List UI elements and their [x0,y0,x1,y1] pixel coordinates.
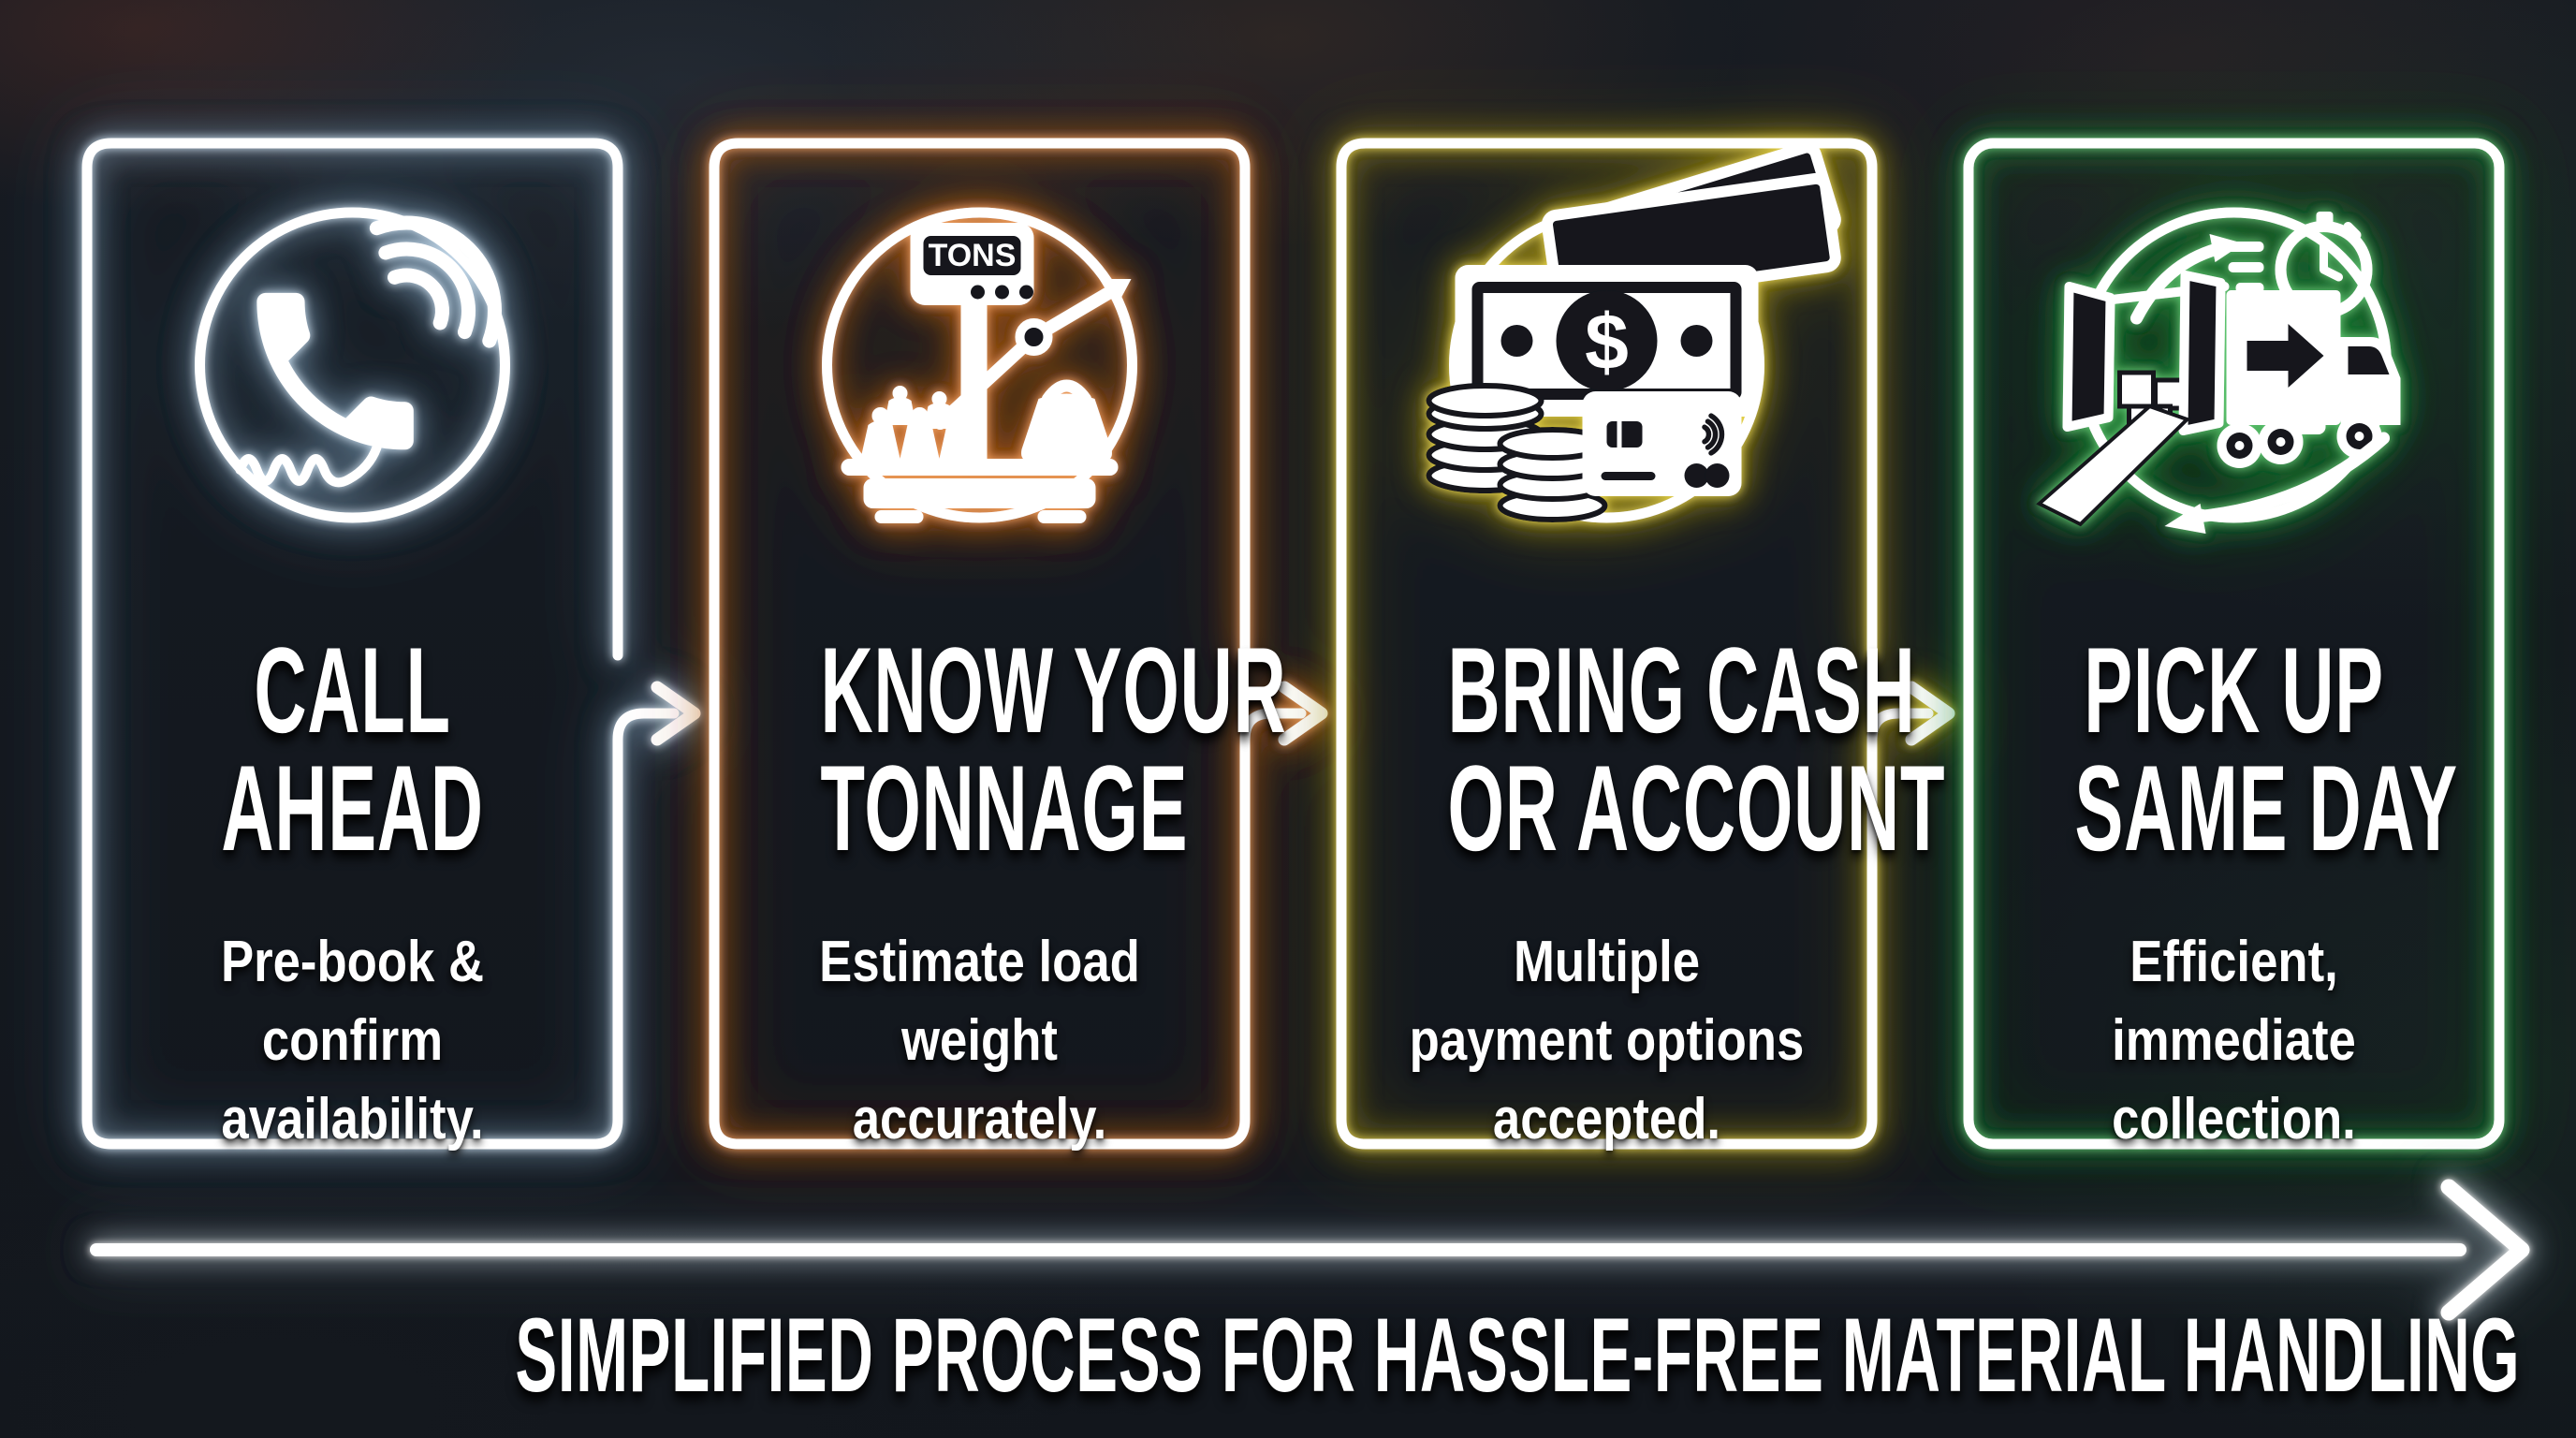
step-2-subtitle-line-3: accurately. [852,1087,1107,1152]
bottom-process-arrow [90,1179,2530,1321]
truck-door-inner [2178,271,2226,435]
step-3-neon-border [1336,138,1934,1150]
step-1-subtitle-line-2: confirm [261,1008,444,1073]
banknote-dot-left [1500,325,1533,357]
phone-handset-shape [256,292,414,450]
step-3-title-line-1: BRING CASH [1447,622,1916,758]
bottom-arrow-head-icon [2440,1179,2530,1321]
step-4-subtitle-line-2: immediate [2112,1008,2356,1073]
step-3-title-line-2: OR ACCOUNT [1447,740,1946,876]
weighing-scale-icon: TONS [841,223,1132,523]
step-2-icon-ring [822,207,1137,523]
step-4-neon-border [1963,138,2505,1150]
truck-cab-window [2348,346,2390,374]
step-1-next-arrow-icon [651,681,701,746]
step-1-graphics [81,138,701,1150]
card-logo-circle-1 [1684,463,1709,488]
scale-base [863,478,1096,508]
card-chip [1606,421,1643,448]
step-2-title: KNOW YOUR TONNAGE [714,622,1287,876]
step-2-next-arrow-icon [1278,681,1328,746]
step-1-text: CALL AHEAD Pre-book & confirm availabili… [87,622,618,1159]
step-4-title: PICK UP SAME DAY [1969,622,2499,876]
banknote-dot-right [1680,325,1713,357]
phone-cord [235,443,382,488]
step-2-title-line-1: KNOW YOUR [820,622,1287,758]
cash-and-card-icon: $ [1426,141,1841,522]
step-4-text: PICK UP SAME DAY Efficient, immediate co… [1969,622,2499,1159]
bottom-caption: SIMPLIFIED PROCESS FOR HASSLE-FREE MATER… [515,1297,2521,1414]
scale-display-dots [971,285,1033,300]
step-2-subtitle: Estimate load weight accurately. [714,923,1245,1159]
coin-stack-front [1497,427,1608,522]
step-3-graphics: $ [1336,138,1955,1150]
step-4-subtitle-line-1: Efficient, [2130,930,2338,994]
truck-door-left [2062,282,2115,432]
scale-display-label: TONS [929,238,1017,273]
step-1-title-line-2: AHEAD [221,740,484,876]
scale-platform [841,459,1119,476]
same-day-truck-icon [2035,212,2401,534]
loop-arrow-bottom [2164,432,2390,534]
step-1-title-line-1: CALL [254,622,451,758]
step-4-title-line-2: SAME DAY [2074,740,2458,876]
step-1-subtitle-line-1: Pre-book & [220,930,485,994]
step-2-graphics: TONS [709,138,1328,1150]
step-1-subtitle: Pre-book & confirm availability. [87,923,618,1159]
step-1-title: CALL AHEAD [87,622,618,876]
forward-arrow-on-truck [2247,324,2324,388]
step-3-subtitle-line-1: Multiple [1513,930,1701,994]
step-4-subtitle: Efficient, immediate collection. [1969,923,2499,1159]
step-4-graphics [1963,138,2505,1150]
step-2-subtitle-line-2: weight [901,1008,1058,1073]
step-3-title: BRING CASH OR ACCOUNT [1341,622,1946,876]
big-weight [1021,379,1112,461]
credit-card [1582,391,1742,496]
step-4-title-line-1: PICK UP [2084,622,2384,758]
phone-call-icon [235,215,502,488]
card-logo-circle-2 [1705,463,1730,488]
step-3-text: BRING CASH OR ACCOUNT Multiple payment o… [1341,622,1946,1159]
scale-foot-right [1037,510,1087,523]
step-3-subtitle-line-2: payment options [1409,1008,1805,1073]
step-2-text: KNOW YOUR TONNAGE Estimate load weight a… [714,622,1287,1159]
step-1-subtitle-line-3: availability. [221,1087,484,1152]
dollar-sign: $ [1585,298,1629,386]
banknote-emblem [1556,290,1658,391]
step-2-neon-border [709,138,1307,1150]
step-3-next-arrow-icon [1905,681,1955,746]
scale-foot-left [874,510,924,523]
rising-arrow [933,279,1132,430]
step-1-icon-ring [195,207,510,523]
step-2-title-line-2: TONNAGE [820,740,1189,876]
step-3-subtitle-line-3: accepted. [1492,1087,1721,1152]
phone-signal-waves [369,215,502,348]
card-number-stripe [1601,472,1656,480]
loading-ramp [2035,404,2191,527]
step-2-subtitle-line-1: Estimate load [819,930,1140,994]
scale-display-window [923,236,1021,275]
card-contactless-icon [1702,413,1725,456]
step-3-subtitle: Multiple payment options accepted. [1341,923,1872,1159]
step-1-neon-border [81,138,680,1150]
step-4-subtitle-line-3: collection. [2112,1087,2356,1152]
